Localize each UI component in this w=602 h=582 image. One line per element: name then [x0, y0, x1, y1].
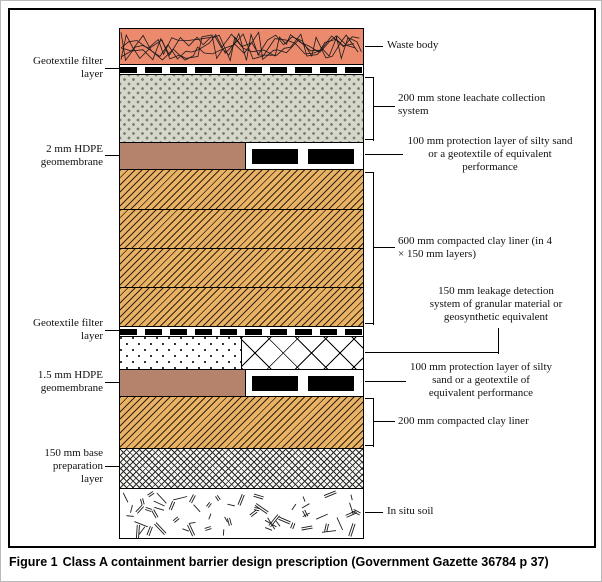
- label-geotextile-filter-top: Geotextile filter layer: [33, 55, 103, 80]
- label-waste-body: Waste body: [387, 39, 439, 51]
- protection-layer-2-area: [246, 370, 363, 396]
- layer-geomembrane-2mm-and-protection: [120, 142, 363, 169]
- layer-geomembrane-1-5mm-and-protection: [120, 369, 363, 396]
- protection-bar: [252, 375, 298, 391]
- label-geomembrane-2mm: 2 mm HDPE geomembrane: [40, 143, 103, 168]
- leader-protection-layer-1: [365, 154, 403, 156]
- layer-waste-body: [120, 29, 363, 64]
- layer-leakage-detection: [120, 336, 363, 369]
- label-geotextile-filter-bottom: Geotextile filter layer: [33, 317, 103, 342]
- label-leachate-collection: 200 mm stone leachate collection system: [398, 92, 546, 117]
- waste-scribble-pattern: [120, 31, 362, 62]
- layer-geotextile-filter-bottom: [120, 326, 363, 336]
- bracket-clay200-mid: [374, 421, 395, 423]
- bracket-leachate-vertical: [372, 77, 374, 141]
- label-clay-liner-200: 200 mm compacted clay liner: [398, 415, 529, 427]
- clay-sublayer: [120, 170, 363, 209]
- layer-compacted-clay-600: [120, 169, 363, 326]
- label-in-situ-soil: In situ soil: [387, 505, 434, 517]
- label-leakage-detection: 150 mm leakage detection system of granu…: [429, 285, 563, 323]
- bracket-leachate-mid: [374, 106, 395, 108]
- barrier-cross-section: [119, 28, 364, 539]
- figure-caption: Figure 1 Class A containment barrier desi…: [9, 555, 597, 569]
- clay-sublayer: [120, 209, 363, 248]
- label-clay-liner-600: 600 mm compacted clay liner (in 4 × 150 …: [398, 235, 552, 260]
- leader-waste-body: [365, 46, 383, 48]
- leader-base-preparation: [105, 466, 119, 468]
- soil-scribble-pattern: [122, 490, 361, 538]
- bracket-clay600-mid: [374, 247, 395, 249]
- leader-geotextile-filter-top: [105, 68, 119, 70]
- bracket-leachate-top: [365, 77, 374, 79]
- leader-protection-layer-2: [365, 381, 406, 383]
- label-geomembrane-1-5mm: 1.5 mm HDPE geomembrane: [37, 369, 103, 394]
- leader-geomembrane-2mm: [105, 155, 119, 157]
- clay-sublayer: [120, 248, 363, 287]
- protection-bar: [308, 148, 354, 164]
- label-protection-layer-1: 100 mm protection layer of silty sand or…: [407, 135, 573, 173]
- bracket-clay200-top: [365, 398, 374, 400]
- leader-geomembrane-1-5mm: [105, 382, 119, 384]
- protection-layer-1-area: [246, 143, 363, 169]
- layer-in-situ-soil: [120, 488, 363, 538]
- granular-dots-pattern: [120, 337, 242, 369]
- bracket-clay200-vertical: [372, 398, 374, 447]
- protection-bar: [308, 375, 354, 391]
- label-base-preparation: 150 mm base preparation layer: [44, 447, 103, 485]
- bracket-leachate-bottom: [365, 139, 374, 141]
- bracket-clay600-top: [365, 172, 374, 174]
- leader-in-situ-soil: [365, 512, 383, 514]
- layer-compacted-clay-200: [120, 396, 363, 448]
- label-protection-layer-2: 100 mm protection layer of silty sand or…: [409, 361, 553, 399]
- figure-caption-text: Class A containment barrier design presc…: [62, 555, 549, 569]
- bracket-clay600-bottom: [365, 323, 374, 325]
- leader-leakage-detection-horizontal: [365, 352, 499, 354]
- layer-base-preparation: [120, 448, 363, 488]
- geotextile-dash-pattern: [120, 66, 363, 73]
- leader-leakage-detection-vertical: [497, 328, 499, 354]
- clay-sublayer: [120, 287, 363, 326]
- bracket-clay600-vertical: [372, 172, 374, 325]
- layer-stone-leachate-collection: [120, 74, 363, 142]
- layer-geotextile-filter-top: [120, 64, 363, 74]
- hdpe-geomembrane-1-5mm-block: [120, 370, 246, 396]
- figure-caption-label: Figure 1: [9, 555, 58, 569]
- geotextile-dash-pattern: [120, 328, 363, 335]
- hdpe-geomembrane-2mm-block: [120, 143, 246, 169]
- leader-geotextile-filter-bottom: [105, 330, 119, 332]
- bracket-clay200-bottom: [365, 445, 374, 447]
- protection-bar: [252, 148, 298, 164]
- geosynthetic-lattice-pattern: [242, 337, 363, 369]
